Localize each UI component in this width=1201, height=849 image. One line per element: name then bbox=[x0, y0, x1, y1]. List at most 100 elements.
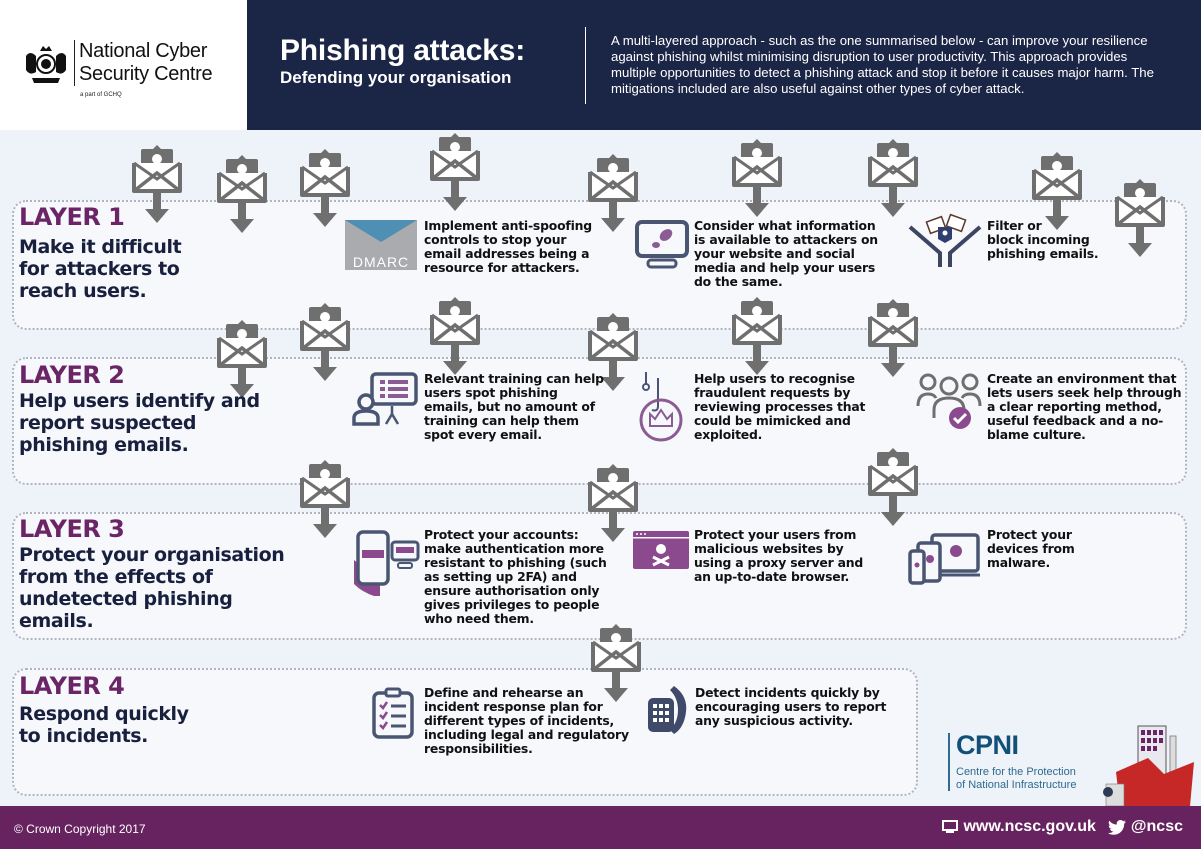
twitter-handle: @ncsc bbox=[1130, 818, 1183, 835]
cpni-name-line2: of National Infrastructure bbox=[956, 779, 1077, 791]
checklist-clipboard-icon bbox=[372, 687, 414, 739]
phishing-envelope-icon bbox=[217, 320, 267, 398]
page-subtitle: Defending your organisation bbox=[280, 68, 512, 87]
website-link[interactable]: www.ncsc.gov.uk bbox=[942, 818, 1096, 836]
layer-1-item-1-text: Implement anti-spoofing controls to stop… bbox=[424, 219, 592, 275]
heading-line: Respond quickly bbox=[19, 703, 189, 725]
header-divider bbox=[585, 27, 586, 104]
text-line: media and help your users bbox=[694, 260, 876, 275]
layer-2-item-2-text: Help users to recognise fraudulent reque… bbox=[694, 372, 865, 442]
text-line: Filter or bbox=[987, 218, 1042, 233]
phishing-envelope-icon bbox=[588, 313, 638, 391]
text-line: Consider what information bbox=[694, 218, 876, 233]
text-line: could be mimicked and bbox=[694, 413, 851, 428]
text-line: Protect your bbox=[987, 527, 1072, 542]
text-line: incident response plan for bbox=[424, 699, 603, 714]
phishing-envelope-icon bbox=[300, 460, 350, 538]
text-line: gives privileges to people bbox=[424, 597, 600, 612]
phishing-envelope-icon bbox=[430, 133, 480, 211]
heading-line: emails. bbox=[19, 610, 94, 632]
footer-links: www.ncsc.gov.uk @ncsc bbox=[942, 818, 1183, 836]
footer: © Crown Copyright 2017 www.ncsc.gov.uk @… bbox=[0, 806, 1201, 849]
twitter-icon bbox=[1107, 819, 1126, 835]
layer-4-label: LAYER 4 bbox=[19, 672, 125, 700]
dmarc-label: DMARC bbox=[353, 254, 409, 270]
heading-line: from the effects of bbox=[19, 566, 213, 588]
layer-3-item-1-text: Protect your accounts: make authenticati… bbox=[424, 528, 607, 626]
text-line: resource for attackers. bbox=[424, 260, 580, 275]
text-line: make authentication more bbox=[424, 541, 604, 556]
website-text: www.ncsc.gov.uk bbox=[963, 818, 1096, 835]
phishing-envelope-icon bbox=[300, 149, 350, 227]
text-line: spot every email. bbox=[424, 427, 542, 442]
dmarc-envelope-icon: DMARC bbox=[345, 220, 417, 270]
phishing-envelope-icon bbox=[300, 303, 350, 381]
text-line: Detect incidents quickly by bbox=[695, 685, 880, 700]
training-presentation-icon bbox=[352, 372, 418, 426]
heading-line: Protect your organisation bbox=[19, 544, 285, 566]
text-line: training can help them bbox=[424, 413, 579, 428]
phishing-envelope-icon bbox=[1115, 179, 1165, 257]
text-line: different types of incidents, bbox=[424, 713, 615, 728]
text-line: emails, but no amount of bbox=[424, 399, 595, 414]
text-line: do the same. bbox=[694, 274, 783, 289]
text-line: exploited. bbox=[694, 427, 763, 442]
layer-4-item-2-text: Detect incidents quickly by encouraging … bbox=[695, 686, 886, 728]
layer-2-item-3-text: Create an environment that lets users se… bbox=[987, 371, 1182, 442]
cpni-name-line1: Centre for the Protection bbox=[956, 766, 1076, 778]
copyright: © Crown Copyright 2017 bbox=[14, 822, 146, 836]
text-line: users spot phishing bbox=[424, 385, 558, 400]
text-line: blame culture. bbox=[987, 427, 1086, 442]
twitter-link[interactable]: @ncsc bbox=[1107, 818, 1183, 836]
text-line: a clear reporting method, bbox=[987, 399, 1162, 414]
text-line: block incoming bbox=[987, 232, 1090, 247]
text-line: phishing emails. bbox=[987, 246, 1099, 261]
email-filter-icon bbox=[908, 213, 982, 267]
phishing-envelope-icon bbox=[868, 299, 918, 377]
text-line: Help users to recognise bbox=[694, 371, 855, 386]
text-line: Define and rehearse an bbox=[424, 685, 584, 700]
phone-2fa-icon bbox=[354, 530, 420, 596]
text-line: is available to attackers on bbox=[694, 232, 878, 247]
text-line: lets users seek help through bbox=[987, 385, 1182, 400]
layer-3-heading: Protect your organisation from the effec… bbox=[19, 544, 285, 632]
layer-3-item-2-text: Protect your users from malicious websit… bbox=[694, 528, 863, 584]
text-line: devices from bbox=[987, 541, 1075, 556]
layer-1-heading: Make it difficult for attackers to reach… bbox=[19, 236, 182, 302]
text-line: any suspicious activity. bbox=[695, 713, 853, 728]
org-name-line1: National Cyber bbox=[79, 40, 208, 62]
monitor-footprint-icon bbox=[635, 220, 689, 269]
building-illustration-icon bbox=[1103, 725, 1194, 806]
heading-line: for attackers to bbox=[19, 258, 180, 280]
heading-line: report suspected bbox=[19, 412, 197, 434]
hook-crown-icon bbox=[639, 372, 683, 442]
phishing-envelope-icon bbox=[1032, 152, 1082, 230]
text-line: ensure authorisation only bbox=[424, 583, 600, 598]
heading-line: undetected phishing bbox=[19, 588, 233, 610]
org-tagline: a part of GCHQ bbox=[80, 92, 122, 98]
royal-crest-icon bbox=[26, 46, 66, 83]
layer-4-item-1-text: Define and rehearse an incident response… bbox=[424, 686, 629, 756]
text-line: fraudulent requests by bbox=[694, 385, 851, 400]
phishing-envelope-icon bbox=[588, 464, 638, 542]
layer-1-item-2-text: Consider what information is available t… bbox=[694, 219, 878, 289]
layer-2-label: LAYER 2 bbox=[19, 361, 125, 389]
intro-text: A multi-layered approach - such as the o… bbox=[611, 33, 1154, 96]
text-line: Create an environment that bbox=[987, 371, 1177, 386]
cpni-logo: CPNI bbox=[956, 730, 1019, 760]
malicious-browser-icon bbox=[633, 531, 689, 569]
phishing-envelope-icon bbox=[591, 624, 641, 702]
users-check-icon bbox=[916, 373, 982, 429]
layer-2-item-1-text: Relevant training can help users spot ph… bbox=[424, 372, 604, 442]
org-name: National Cyber Security Centre bbox=[74, 40, 213, 86]
cpni-divider bbox=[948, 733, 950, 791]
header-banner: Phishing attacks: Defending your organis… bbox=[247, 0, 1201, 130]
devices-malware-icon bbox=[908, 533, 980, 585]
phishing-envelope-icon bbox=[732, 139, 782, 217]
layer-2-heading: Help users identify and report suspected… bbox=[19, 390, 260, 456]
text-line: using a proxy server and bbox=[694, 555, 864, 570]
ncsc-logo-panel: National Cyber Security Centre a part of… bbox=[0, 0, 247, 130]
heading-line: Help users identify and bbox=[19, 390, 260, 412]
page-title: Phishing attacks: bbox=[280, 34, 525, 67]
layer-1-label: LAYER 1 bbox=[19, 203, 125, 231]
